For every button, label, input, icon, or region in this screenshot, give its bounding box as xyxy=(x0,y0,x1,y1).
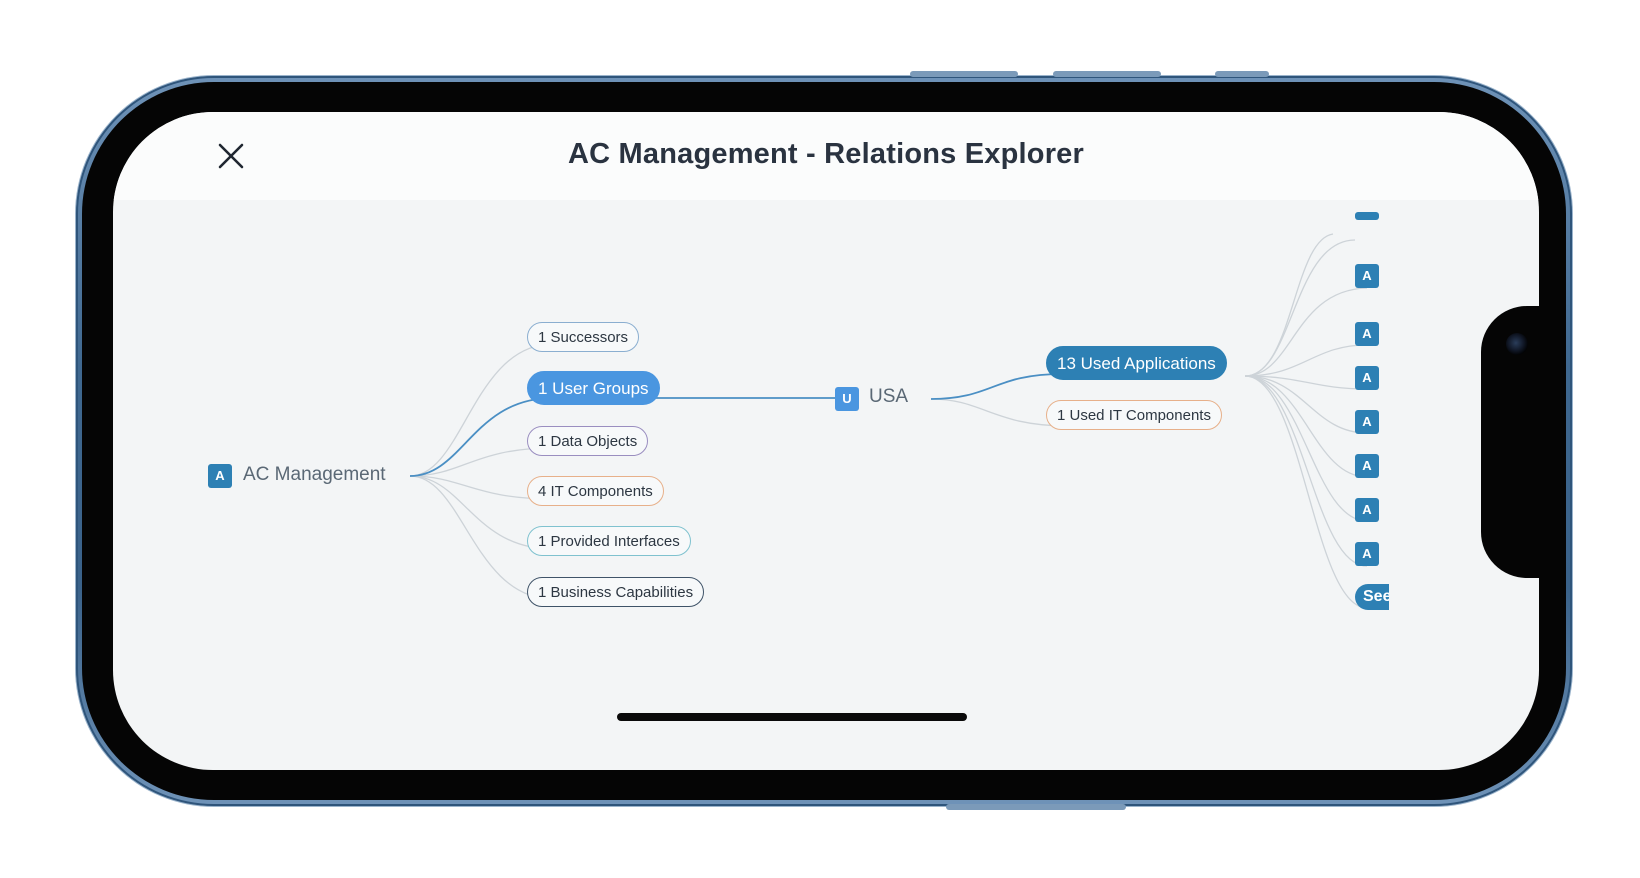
relation-used-it-components[interactable]: 1 Used IT Components xyxy=(1046,400,1222,430)
header: AC Management - Relations Explorer xyxy=(113,112,1539,200)
application-badge[interactable]: A xyxy=(1355,542,1379,566)
application-badge[interactable]: A xyxy=(1355,454,1379,478)
home-indicator[interactable] xyxy=(617,713,967,721)
relation-data-objects[interactable]: 1 Data Objects xyxy=(527,426,649,456)
volume-button xyxy=(1053,71,1161,77)
relation-used-applications[interactable]: 13 Used Applications xyxy=(1046,346,1227,380)
user-group-badge: U xyxy=(835,387,859,411)
relation-successors[interactable]: 1 Successors xyxy=(527,322,640,352)
close-icon[interactable] xyxy=(217,142,245,170)
app-screen: AC Management - Relations Explorer xyxy=(113,112,1539,770)
side-button xyxy=(946,804,1126,810)
root-node-label[interactable]: AC Management xyxy=(243,464,386,485)
graph-edges xyxy=(409,233,1368,609)
page-title: AC Management - Relations Explorer xyxy=(567,138,1084,170)
application-badge[interactable]: A xyxy=(1355,322,1379,346)
see-more-button[interactable]: See more xyxy=(1355,584,1389,610)
camera-icon xyxy=(1506,333,1528,355)
application-badge[interactable]: A xyxy=(1355,264,1379,288)
child-node-label[interactable]: USA xyxy=(869,386,909,407)
volume-button xyxy=(910,71,1018,77)
mute-switch xyxy=(1215,71,1269,77)
application-badge: A xyxy=(208,464,232,488)
relation-it-components[interactable]: 4 IT Components xyxy=(527,476,664,506)
relation-provided-interfaces[interactable]: 1 Provided Interfaces xyxy=(527,526,691,556)
application-badge[interactable]: A xyxy=(1355,410,1379,434)
relations-graph[interactable]: A AC Management 1 Successors 1 User Grou… xyxy=(113,200,1539,770)
relation-business-capabilities[interactable]: 1 Business Capabilities xyxy=(527,577,705,607)
relation-user-groups[interactable]: 1 User Groups xyxy=(527,371,660,405)
application-badge[interactable]: A xyxy=(1355,366,1379,390)
application-badge[interactable]: A xyxy=(1355,498,1379,522)
application-badge-partial xyxy=(1355,212,1379,220)
